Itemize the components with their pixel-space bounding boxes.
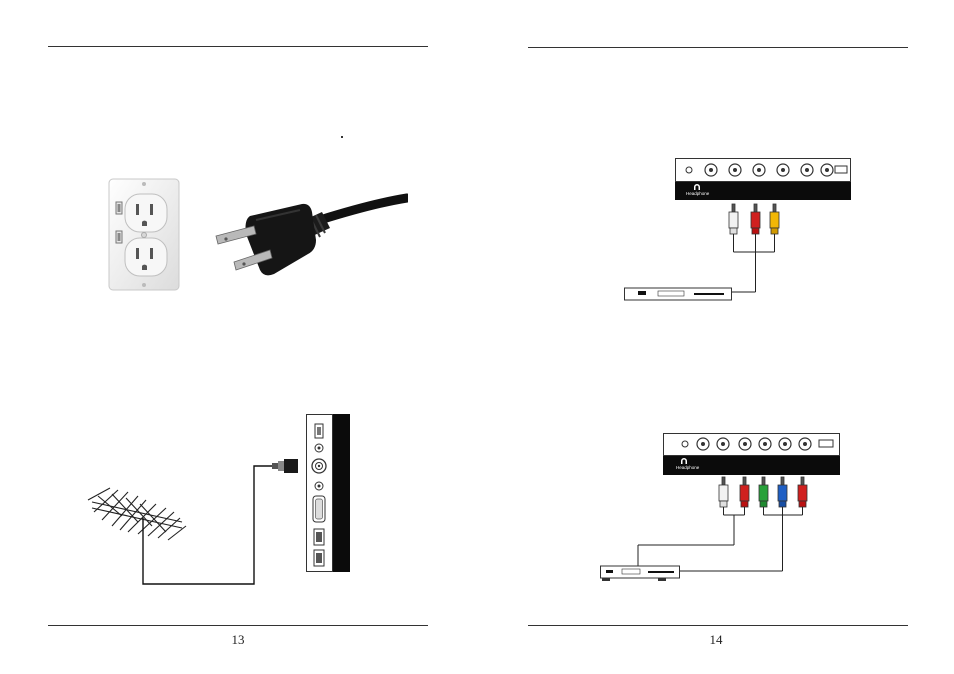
power-plug-illustration (215, 193, 408, 276)
tv-side-panel (306, 414, 350, 572)
component-video-cables (600, 476, 808, 581)
antenna-cable (142, 465, 276, 585)
composite-av-cables (624, 203, 780, 301)
headphone-label-top: Headphone (686, 191, 710, 196)
right-header-rule (528, 47, 908, 48)
small-mark (341, 136, 343, 138)
left-header-rule (48, 46, 428, 47)
av-panel-top: Headphone (675, 158, 851, 200)
page-number-left: 13 (231, 632, 245, 647)
left-footer-rule (48, 625, 428, 626)
right-footer-rule (528, 625, 908, 626)
page-number-right: 14 (709, 632, 723, 647)
coax-connector (272, 459, 298, 473)
av-panel-bottom: Headphone (663, 433, 840, 475)
antenna-illustration (87, 487, 187, 541)
wall-outlet-illustration (108, 178, 180, 291)
headphone-label-bottom: Headphone (676, 465, 700, 470)
